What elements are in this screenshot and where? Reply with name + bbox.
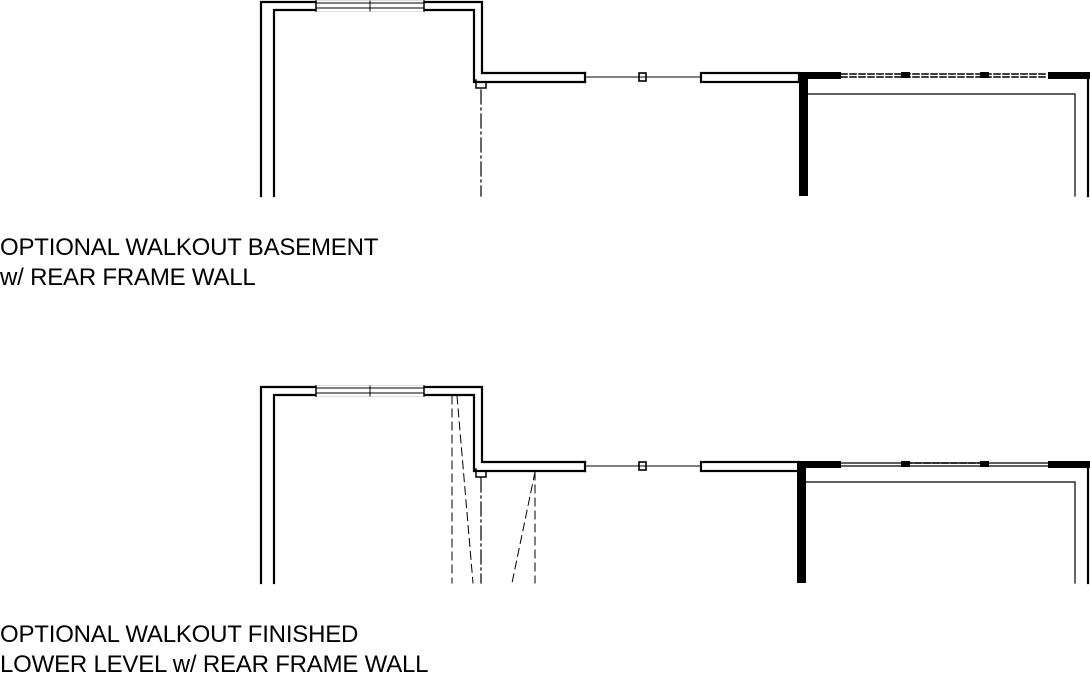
- stair-hidden-lines: [451, 395, 536, 584]
- plan-label-line: OPTIONAL WALKOUT BASEMENT: [0, 234, 379, 261]
- left-bay-walls: [259, 0, 587, 198]
- right-bay-walls: [799, 72, 1090, 198]
- plan-walkout-basement: [259, 0, 1090, 198]
- plan-label-walkout-finished-lower-level: OPTIONAL WALKOUT FINISHED LOWER LEVEL w/…: [0, 620, 429, 680]
- plan-walkout-finished-lower-level: [259, 385, 1090, 585]
- plan-label-line: OPTIONAL WALKOUT FINISHED: [0, 621, 359, 648]
- wall-segment-right: [699, 460, 801, 473]
- opening-with-post: [584, 461, 702, 471]
- wall-notch: [475, 468, 487, 478]
- top-window: [315, 385, 425, 397]
- opening-with-post: [584, 72, 702, 82]
- left-bay-walls: [259, 385, 587, 585]
- wall-segment-right: [699, 71, 801, 84]
- right-bay-walls: [797, 461, 1090, 585]
- top-window: [315, 0, 425, 12]
- plan-label-walkout-basement: OPTIONAL WALKOUT BASEMENT w/ REAR FRAME …: [0, 233, 378, 293]
- wall-notch: [475, 79, 487, 89]
- plan-label-line: LOWER LEVEL w/ REAR FRAME WALL: [0, 651, 429, 678]
- plan-label-line: w/ REAR FRAME WALL: [0, 264, 256, 291]
